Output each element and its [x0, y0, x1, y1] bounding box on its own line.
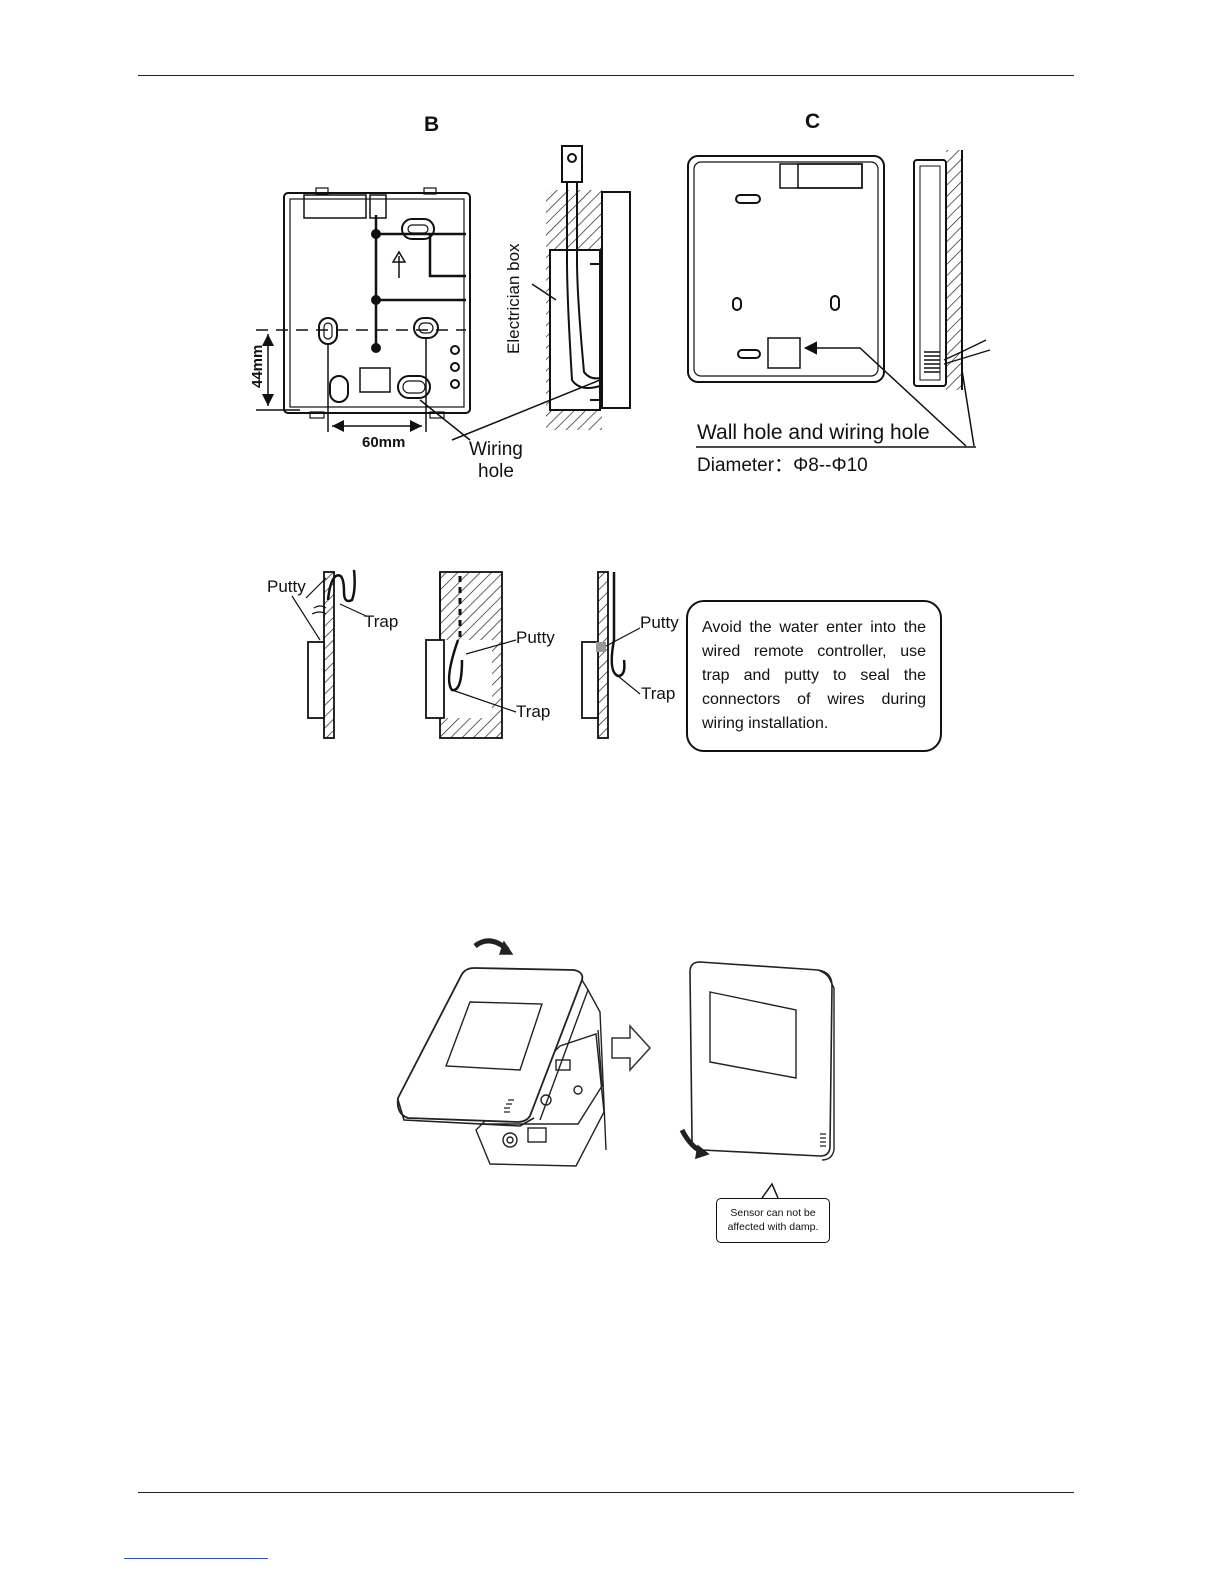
trap-label-3: Trap: [641, 684, 675, 703]
wiring-hole-label-2: hole: [478, 461, 514, 482]
putty-label-3: Putty: [640, 613, 679, 632]
figure-c: C: [688, 110, 990, 447]
diameter-label: Diameter：Φ8--Φ10: [697, 455, 868, 476]
electrician-box-label: Electrician box: [504, 243, 523, 354]
trap-label-1: Trap: [364, 612, 398, 631]
trap-diagram-3: [582, 572, 640, 738]
sensor-note-line-1: Sensor can not be: [717, 1206, 829, 1220]
trap-label-2: Trap: [516, 702, 550, 721]
water-warning-note: Avoid the water enter into the wired rem…: [686, 600, 942, 752]
sensor-note-line-2: affected with damp.: [717, 1220, 829, 1234]
wall-hole-label: Wall hole and wiring hole: [697, 421, 930, 444]
sensor-callout-pointer: [762, 1184, 778, 1198]
figure-c-title: C: [805, 110, 820, 133]
figure-b-side-view: [420, 146, 630, 440]
wiring-hole-label-1: Wiring: [469, 439, 523, 460]
controller-assembly-right: [682, 962, 834, 1160]
figure-b: B: [256, 113, 470, 432]
controller-assembly-left: [398, 941, 606, 1166]
sensor-note: Sensor can not be affected with damp.: [716, 1198, 830, 1243]
figure-b-title: B: [424, 113, 439, 136]
putty-label-1: Putty: [267, 577, 306, 596]
next-step-arrow: [612, 1026, 650, 1070]
trap-diagram-2: [426, 572, 516, 738]
dim-60mm-label: 60mm: [362, 434, 405, 451]
dim-44mm-label: 44mm: [249, 345, 266, 388]
putty-label-2: Putty: [516, 628, 555, 647]
